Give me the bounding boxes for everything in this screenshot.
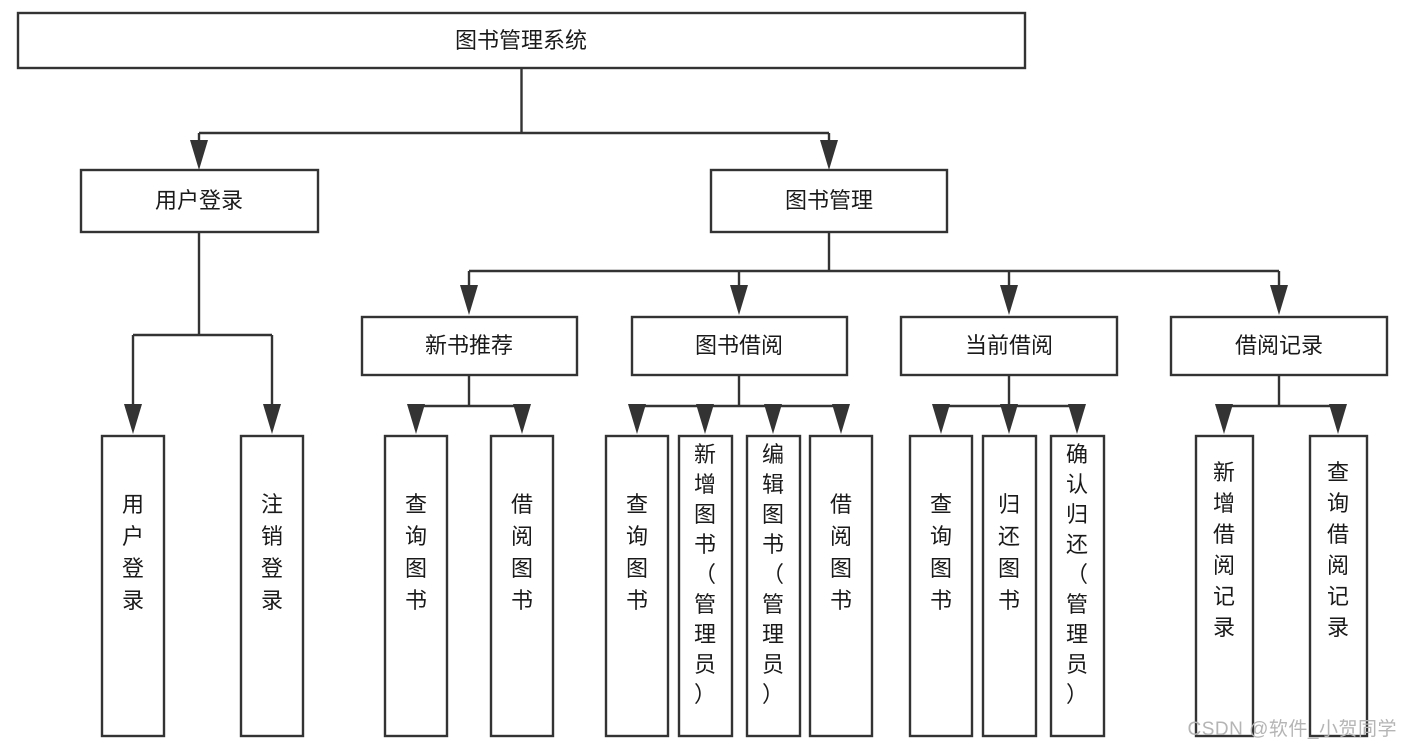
- arrow-head-icon: [190, 140, 208, 170]
- node-leaf-return-book-box[interactable]: [981, 434, 1038, 738]
- arrow-head-icon: [1215, 404, 1233, 434]
- node-leaf-edit-book[interactable]: 编辑图书（管理员）: [745, 434, 802, 738]
- node-leaf-borrow-book-2[interactable]: 借阅图书: [808, 434, 874, 738]
- arrow-head-icon: [832, 404, 850, 434]
- arrow-head-icon: [764, 404, 782, 434]
- node-leaf-confirm-return-label: 确认归还（管理员）: [1066, 442, 1088, 707]
- node-leaf-add-book-box[interactable]: [677, 434, 734, 738]
- arrow-head-icon: [513, 404, 531, 434]
- arrow-head-icon: [407, 404, 425, 434]
- node-leaf-confirm-return[interactable]: 确认归还（管理员）: [1049, 434, 1106, 738]
- node-leaf-user-logout-box[interactable]: [239, 434, 305, 738]
- node-leaf-query-record[interactable]: 查询借阅记录: [1308, 434, 1369, 738]
- node-leaf-user-login-box[interactable]: [100, 434, 166, 738]
- node-leaf-query-book-2[interactable]: 查询图书: [604, 434, 670, 738]
- node-leaf-borrow-book-1-label: 借阅图书: [511, 492, 533, 613]
- node-borrow-record-box[interactable]: [1169, 315, 1389, 377]
- node-leaf-return-book[interactable]: 归还图书: [981, 434, 1038, 738]
- node-leaf-query-book-1-label: 查询图书: [405, 492, 427, 613]
- node-book-management[interactable]: 图书管理: [709, 168, 949, 234]
- node-leaf-query-book-2-label: 查询图书: [626, 492, 648, 613]
- arrow-head-icon: [1270, 285, 1288, 315]
- node-leaf-confirm-return-box[interactable]: [1049, 434, 1106, 738]
- node-book-borrow-label: 图书借阅: [695, 333, 783, 358]
- node-leaf-query-book-1[interactable]: 查询图书: [383, 434, 449, 738]
- node-book-borrow[interactable]: 图书借阅: [630, 315, 849, 377]
- node-borrow-record[interactable]: 借阅记录: [1169, 315, 1389, 377]
- node-book-borrow-box[interactable]: [630, 315, 849, 377]
- arrow-head-icon: [932, 404, 950, 434]
- arrow-head-icon: [696, 404, 714, 434]
- node-user-login-box[interactable]: [79, 168, 320, 234]
- node-current-borrow[interactable]: 当前借阅: [899, 315, 1119, 377]
- node-leaf-user-logout[interactable]: 注销登录: [239, 434, 305, 738]
- node-book-management-label: 图书管理: [785, 188, 873, 213]
- arrow-head-icon: [124, 404, 142, 434]
- node-leaf-query-book-3[interactable]: 查询图书: [908, 434, 974, 738]
- node-leaf-query-book-1-box[interactable]: [383, 434, 449, 738]
- arrow-head-icon: [730, 285, 748, 315]
- node-leaf-query-book-2-box[interactable]: [604, 434, 670, 738]
- node-root[interactable]: 图书管理系统: [16, 11, 1027, 70]
- node-new-book-recommend[interactable]: 新书推荐: [360, 315, 579, 377]
- node-leaf-query-book-3-box[interactable]: [908, 434, 974, 738]
- edges-group: [124, 68, 1347, 434]
- arrow-head-icon: [460, 285, 478, 315]
- node-leaf-add-record[interactable]: 新增借阅记录: [1194, 434, 1255, 738]
- node-leaf-add-record-box[interactable]: [1194, 434, 1255, 738]
- node-current-borrow-box[interactable]: [899, 315, 1119, 377]
- node-leaf-user-login[interactable]: 用户登录: [100, 434, 166, 738]
- arrow-head-icon: [1068, 404, 1086, 434]
- arrow-head-icon: [1329, 404, 1347, 434]
- node-leaf-edit-book-box[interactable]: [745, 434, 802, 738]
- node-leaf-edit-book-label: 编辑图书（管理员）: [762, 442, 784, 707]
- node-new-book-recommend-box[interactable]: [360, 315, 579, 377]
- node-leaf-user-login-label: 用户登录: [122, 492, 144, 613]
- node-leaf-return-book-label: 归还图书: [998, 492, 1020, 613]
- node-new-book-recommend-label: 新书推荐: [425, 333, 513, 358]
- node-leaf-borrow-book-2-label: 借阅图书: [830, 492, 852, 613]
- arrow-head-icon: [263, 404, 281, 434]
- node-current-borrow-label: 当前借阅: [965, 333, 1053, 358]
- node-leaf-query-record-label: 查询借阅记录: [1327, 460, 1349, 640]
- node-leaf-borrow-book-1-box[interactable]: [489, 434, 555, 738]
- node-leaf-add-book-label: 新增图书（管理员）: [694, 442, 716, 707]
- node-leaf-query-record-box[interactable]: [1308, 434, 1369, 738]
- node-user-login-label: 用户登录: [155, 188, 243, 213]
- node-leaf-borrow-book-1[interactable]: 借阅图书: [489, 434, 555, 738]
- node-leaf-add-book[interactable]: 新增图书（管理员）: [677, 434, 734, 738]
- csdn-watermark: CSDN @软件_小贺同学: [1187, 719, 1397, 740]
- arrow-head-icon: [1000, 285, 1018, 315]
- node-leaf-user-logout-label: 注销登录: [261, 492, 283, 613]
- node-book-management-box[interactable]: [709, 168, 949, 234]
- arrow-head-icon: [628, 404, 646, 434]
- arrow-head-icon: [820, 140, 838, 170]
- arrow-head-icon: [1000, 404, 1018, 434]
- node-leaf-query-book-3-label: 查询图书: [930, 492, 952, 613]
- node-root-label: 图书管理系统: [455, 28, 587, 53]
- node-leaf-add-record-label: 新增借阅记录: [1213, 460, 1235, 640]
- node-leaf-borrow-book-2-box[interactable]: [808, 434, 874, 738]
- node-borrow-record-label: 借阅记录: [1235, 333, 1323, 358]
- node-user-login[interactable]: 用户登录: [79, 168, 320, 234]
- node-root-box[interactable]: [16, 11, 1027, 70]
